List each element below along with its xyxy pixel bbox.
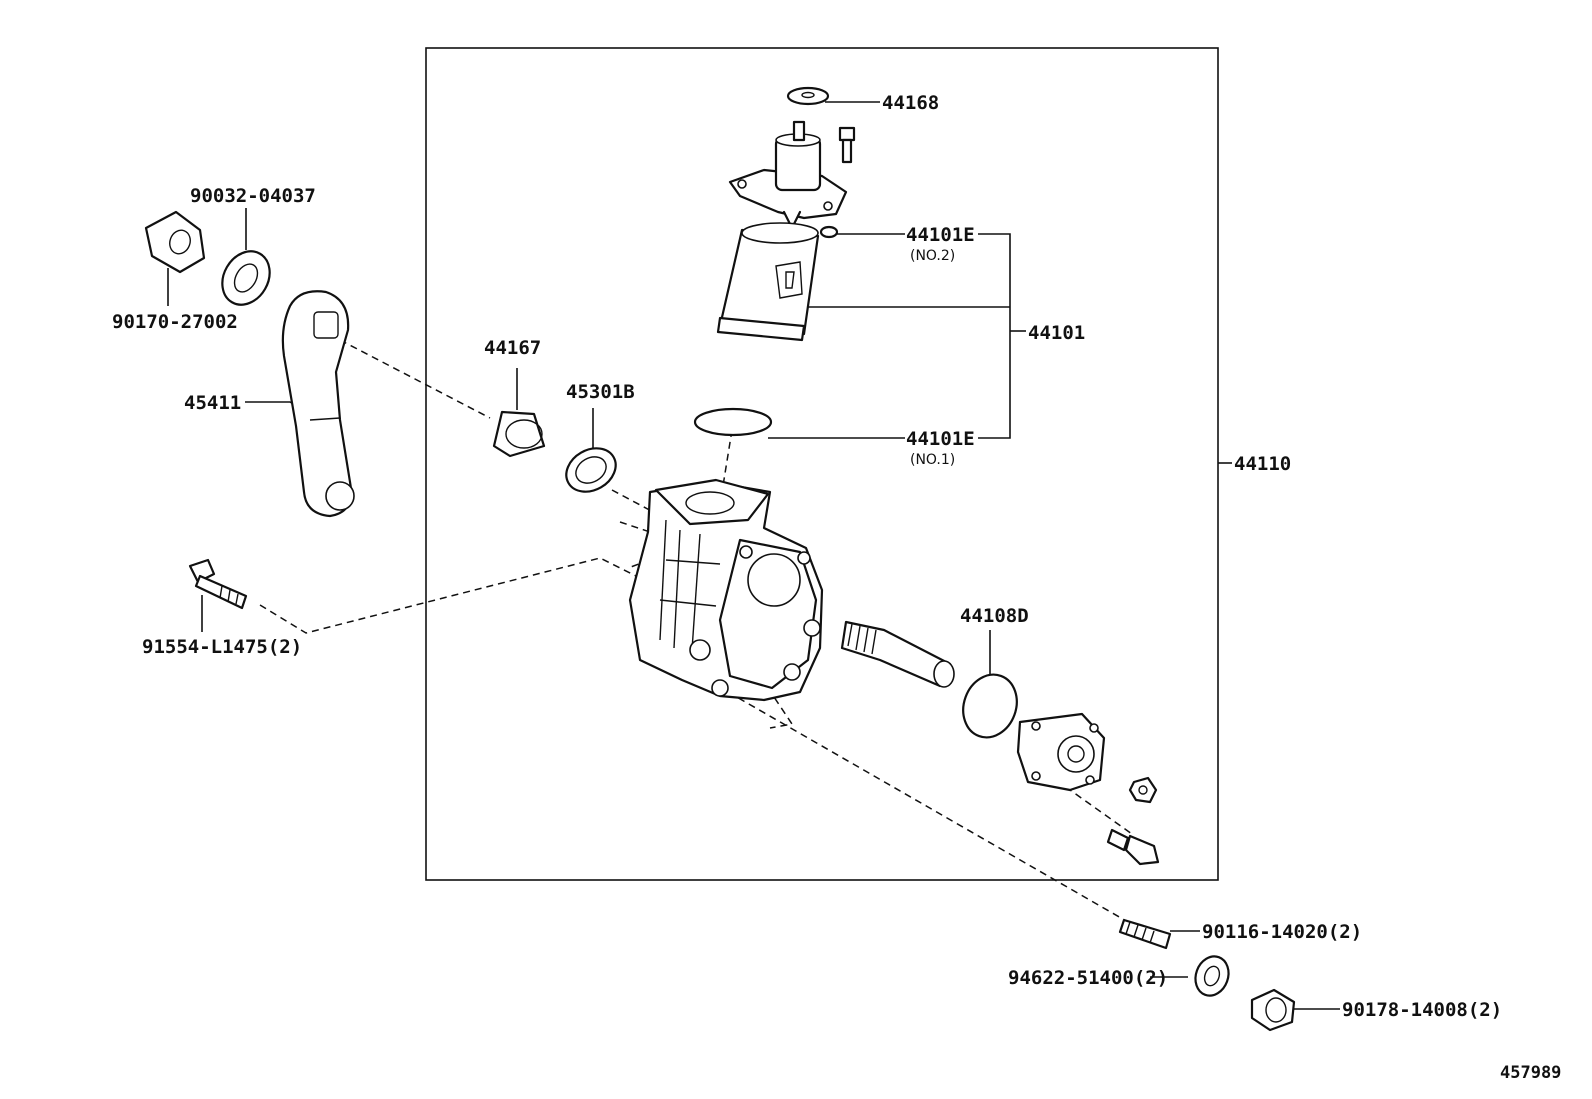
label-44101E-no1: 44101E — [906, 428, 975, 450]
bolt-91554 — [188, 558, 248, 610]
cylinder-44101 — [716, 222, 820, 342]
valve-cover-assembly — [728, 120, 856, 230]
nut-90178 — [1250, 988, 1296, 1032]
label-94622-51400: 94622-51400(2) — [1008, 967, 1168, 989]
sector-shaft-44108D — [840, 620, 955, 688]
label-44108D: 44108D — [960, 605, 1029, 627]
side-cover — [1016, 712, 1106, 792]
label-90032-04037: 90032-04037 — [190, 185, 316, 207]
gear-housing — [628, 478, 824, 702]
nut-90170 — [144, 210, 206, 274]
label-45411: 45411 — [184, 392, 241, 414]
note-no1: (NO.1) — [910, 452, 955, 468]
adjust-nut — [1128, 776, 1158, 804]
label-90116-14020: 90116-14020(2) — [1202, 921, 1362, 943]
washer-94622 — [1194, 955, 1230, 997]
label-91554-L1475: 91554-L1475(2) — [142, 636, 302, 658]
label-90178-14008: 90178-14008(2) — [1342, 999, 1502, 1021]
label-44101E-no2: 44101E — [906, 224, 975, 246]
stud-90116 — [1118, 918, 1172, 950]
seal-45301B — [565, 447, 617, 493]
oring-44108D — [962, 673, 1018, 739]
assembly-frame — [425, 47, 1219, 881]
label-90170-27002: 90170-27002 — [112, 311, 238, 333]
bushing-44167 — [492, 410, 546, 458]
seal-44101E-no2 — [819, 225, 839, 239]
label-44110: 44110 — [1234, 453, 1291, 475]
washer-90032 — [221, 250, 271, 306]
label-44168: 44168 — [882, 92, 939, 114]
label-45301B: 45301B — [566, 381, 635, 403]
diagram-id: 457989 — [1500, 1063, 1561, 1083]
label-44167: 44167 — [484, 337, 541, 359]
note-no2: (NO.2) — [910, 248, 955, 264]
washer-44168 — [786, 86, 830, 106]
adjust-bolt — [1106, 828, 1160, 866]
pitman-arm-45411 — [281, 290, 355, 518]
label-44101: 44101 — [1028, 322, 1085, 344]
leader-lines — [167, 101, 1340, 1010]
oring-44101E-no1 — [693, 407, 773, 437]
